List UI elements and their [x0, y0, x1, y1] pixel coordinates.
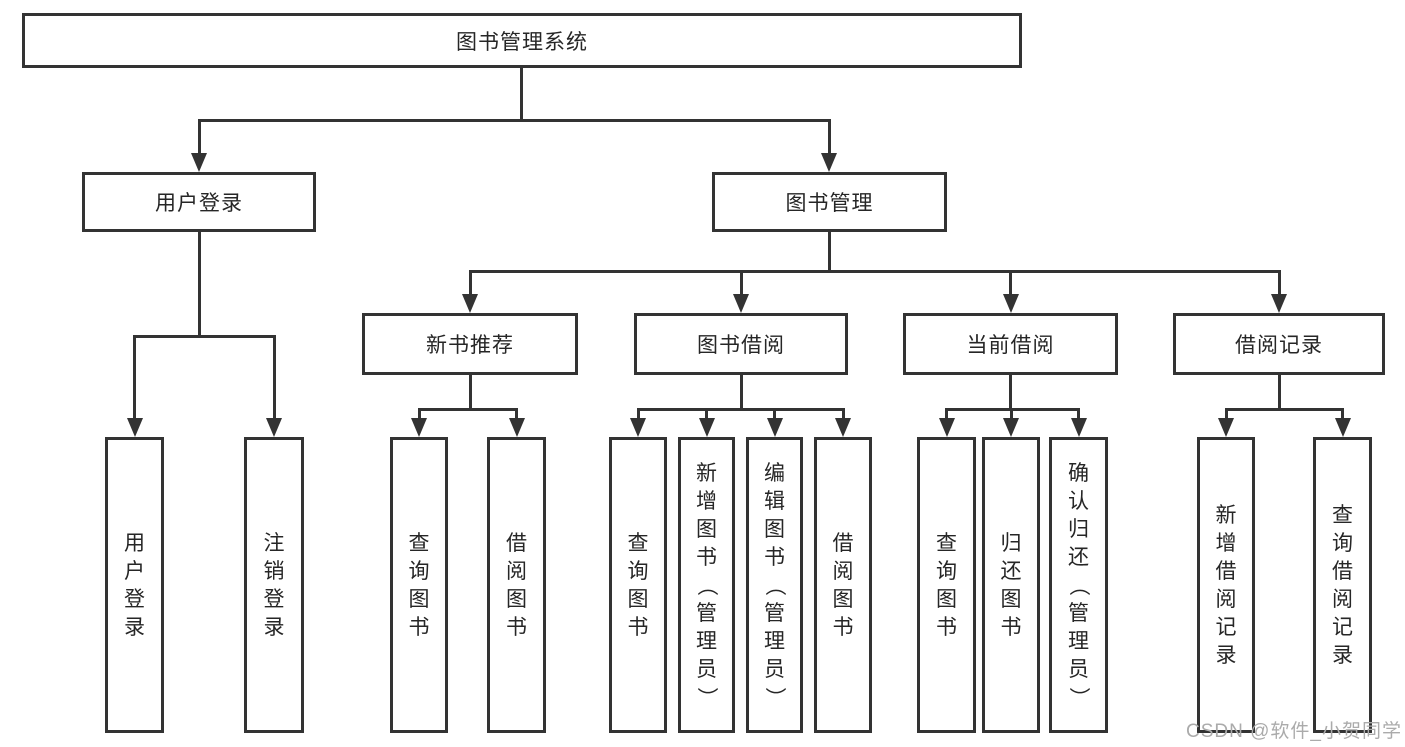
node-label: 查询图书 — [408, 531, 430, 639]
node-book-management: 图书管理 — [712, 172, 947, 232]
arrowhead-down-icon — [766, 418, 783, 437]
node-label: 图书借阅 — [697, 334, 785, 357]
arrowhead-down-icon — [1003, 418, 1019, 437]
arrowhead-down-icon — [821, 153, 837, 172]
connector-line — [272, 335, 276, 420]
node-label: 图书管理 — [785, 192, 874, 215]
connector-line — [468, 270, 472, 296]
arrowhead-down-icon — [508, 418, 525, 437]
connector-line — [739, 375, 743, 411]
node-book-borrowing: 图书借阅 — [634, 313, 848, 375]
node-label: 查询图书 — [627, 531, 649, 639]
arrowhead-down-icon — [411, 418, 427, 437]
connector-line — [945, 408, 1080, 411]
connector-line — [468, 375, 472, 411]
node-leaf-query-books-3: 查询图书 — [917, 437, 976, 733]
arrowhead-down-icon — [1271, 294, 1287, 313]
connector-line — [133, 335, 136, 420]
node-leaf-query-books-2: 查询图书 — [609, 437, 667, 733]
node-leaf-query-books-1: 查询图书 — [390, 437, 448, 733]
connector-line — [197, 232, 201, 338]
csdn-watermark: CSDN @软件_小贺同学 — [1186, 721, 1402, 742]
node-leaf-user-login: 用户登录 — [105, 437, 164, 733]
node-current-borrowing: 当前借阅 — [903, 313, 1118, 375]
node-label: 新增借阅记录 — [1215, 503, 1237, 667]
connector-line — [827, 119, 831, 155]
connector-line — [1009, 375, 1012, 411]
node-label: 查询借阅记录 — [1332, 503, 1353, 667]
connector-line — [197, 119, 201, 155]
connector-line — [1009, 408, 1013, 420]
arrowhead-down-icon — [1070, 418, 1087, 437]
node-label: 用户登录 — [124, 531, 145, 639]
arrowhead-down-icon — [835, 418, 851, 437]
connector-line — [417, 408, 518, 411]
node-borrowing-records: 借阅记录 — [1173, 313, 1385, 375]
node-leaf-query-borrow-record: 查询借阅记录 — [1313, 437, 1372, 733]
connector-line — [739, 270, 743, 296]
node-label: 借阅图书 — [832, 531, 854, 639]
node-label: 确认归还（管理员） — [1067, 461, 1090, 708]
connector-line — [1009, 270, 1012, 296]
connector-line — [773, 408, 776, 420]
node-label: 用户登录 — [155, 192, 243, 215]
arrowhead-down-icon — [191, 153, 207, 172]
connector-line — [468, 270, 1281, 273]
node-leaf-borrow-books-1: 借阅图书 — [487, 437, 546, 733]
node-leaf-add-books-admin: 新增图书（管理员） — [678, 437, 735, 733]
node-leaf-borrow-books-2: 借阅图书 — [814, 437, 872, 733]
node-leaf-return-books: 归还图书 — [982, 437, 1040, 733]
node-leaf-logout: 注销登录 — [244, 437, 304, 733]
connector-line — [1277, 375, 1281, 411]
connector-line — [827, 232, 831, 273]
node-label: 图书管理系统 — [456, 30, 588, 54]
arrowhead-down-icon — [698, 418, 715, 437]
node-leaf-add-borrow-record: 新增借阅记录 — [1197, 437, 1255, 733]
arrowhead-down-icon — [266, 418, 282, 437]
connector-line — [515, 408, 518, 420]
arrowhead-down-icon — [126, 418, 143, 437]
node-label: 借阅图书 — [506, 531, 527, 639]
connector-line — [636, 408, 640, 420]
node-label: 编辑图书（管理员） — [763, 461, 786, 708]
connector-line — [417, 408, 421, 420]
connector-line — [705, 408, 708, 420]
node-leaf-edit-books-admin: 编辑图书（管理员） — [746, 437, 803, 733]
connector-line — [197, 119, 831, 122]
node-user-login: 用户登录 — [82, 172, 316, 232]
connector-line — [636, 408, 845, 411]
connector-line — [1077, 408, 1080, 420]
node-root-library-system: 图书管理系统 — [22, 13, 1022, 68]
node-leaf-confirm-return-admin: 确认归还（管理员） — [1049, 437, 1108, 733]
connector-line — [133, 335, 276, 338]
connector-line — [1277, 270, 1281, 296]
node-label: 查询图书 — [936, 531, 957, 639]
arrowhead-down-icon — [1218, 418, 1234, 437]
node-label: 归还图书 — [1000, 531, 1022, 639]
arrowhead-down-icon — [938, 418, 955, 437]
arrowhead-down-icon — [630, 418, 646, 437]
arrowhead-down-icon — [1002, 294, 1019, 313]
connector-line — [520, 68, 523, 121]
node-label: 新书推荐 — [426, 334, 514, 357]
arrowhead-down-icon — [462, 294, 478, 313]
connector-line — [1224, 408, 1228, 420]
arrowhead-down-icon — [733, 294, 749, 313]
node-new-book-recommend: 新书推荐 — [362, 313, 578, 375]
node-label: 借阅记录 — [1235, 334, 1323, 357]
connector-line — [1224, 408, 1344, 411]
connector-line — [1341, 408, 1344, 420]
connector-line — [841, 408, 845, 420]
connector-line — [945, 408, 948, 420]
node-label: 当前借阅 — [966, 334, 1055, 357]
node-label: 新增图书（管理员） — [695, 461, 718, 708]
node-label: 注销登录 — [263, 531, 285, 639]
arrowhead-down-icon — [1334, 418, 1351, 437]
